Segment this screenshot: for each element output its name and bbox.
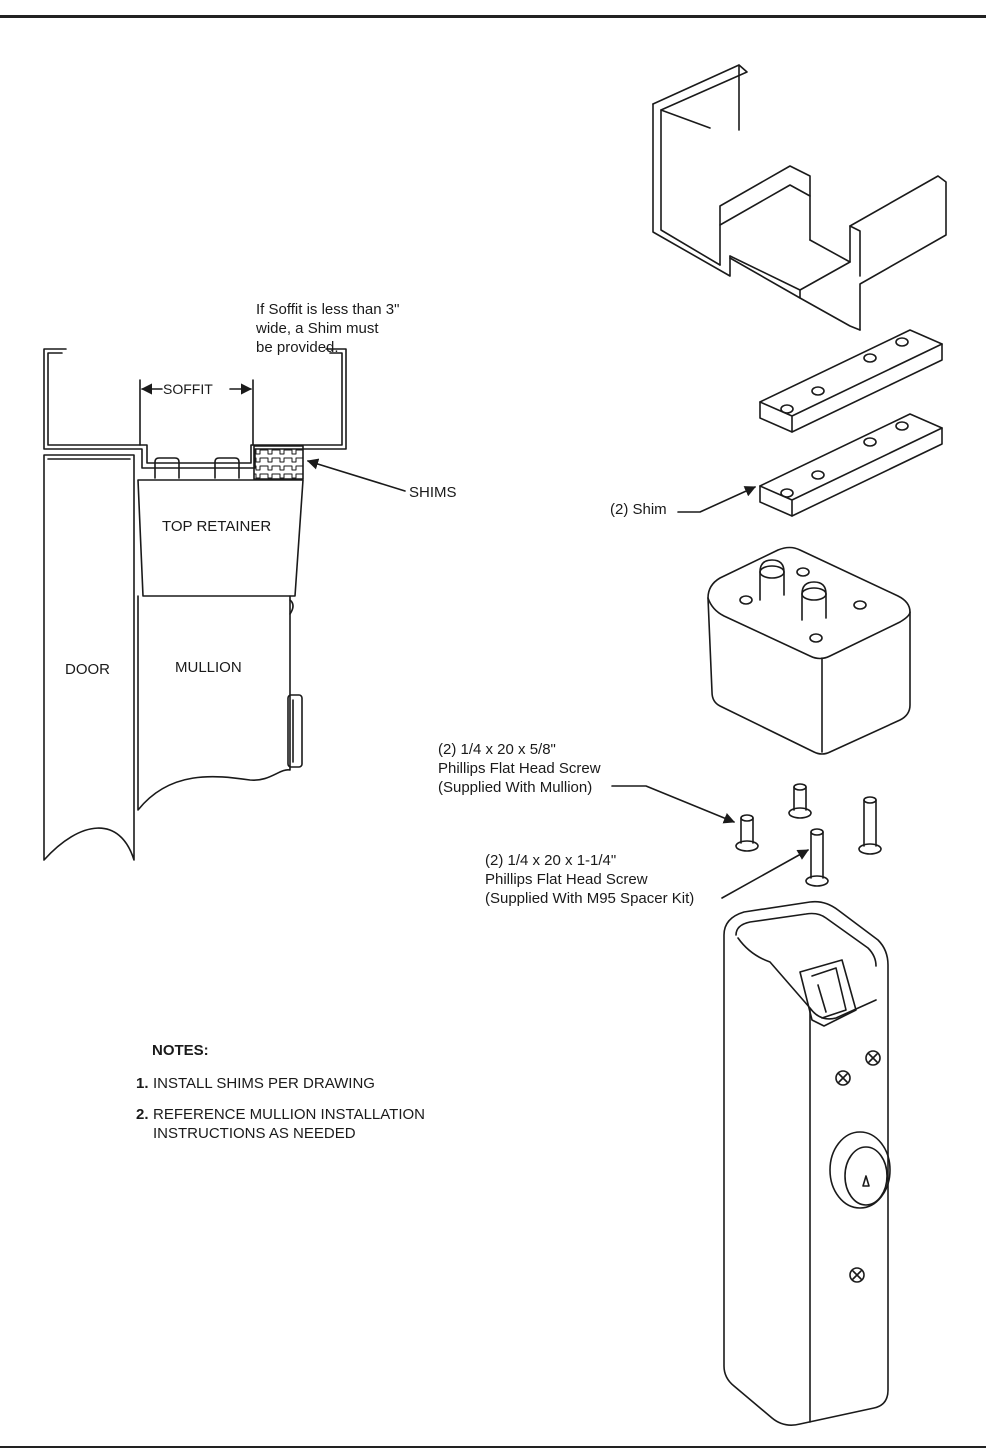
shim-plate-lower — [759, 413, 943, 517]
screw-leader-lines — [611, 785, 809, 899]
note-item: 1.INSTALL SHIMS PER DRAWING — [136, 1074, 375, 1093]
note-number: 2. — [136, 1106, 149, 1123]
soffit-dimension — [139, 379, 254, 446]
soffit-shim-note: If Soffit is less than 3" wide, a Shim m… — [256, 301, 400, 356]
long-screw-callout: (2) 1/4 x 20 x 1-1/4" Phillips Flat Head… — [485, 852, 695, 907]
mullion-body — [723, 900, 891, 1426]
spacer-channel-bracket — [652, 64, 947, 331]
long-screw-right — [858, 796, 882, 855]
soffit-dimension-label: SOFFIT — [163, 381, 213, 397]
long-screw-left — [805, 828, 829, 887]
mullion-label: MULLION — [175, 659, 242, 676]
note-text: INSTALL SHIMS PER DRAWING — [153, 1075, 375, 1092]
mullion-section — [137, 595, 303, 811]
top-retainer — [137, 479, 304, 597]
shims-leader-line — [306, 458, 406, 492]
door-label: DOOR — [65, 661, 110, 678]
top-retainer-block — [707, 546, 911, 755]
shim-leader-line — [677, 486, 757, 513]
shims-callout-label: SHIMS — [409, 484, 457, 501]
shim-callout-label: (2) Shim — [610, 501, 667, 518]
shim-plate-upper — [759, 329, 943, 433]
door-section — [43, 454, 135, 861]
short-screw-callout: (2) 1/4 x 20 x 5/8" Phillips Flat Head S… — [438, 741, 601, 796]
notes-title: NOTES: — [152, 1042, 209, 1059]
shims-block — [253, 445, 304, 480]
note-text: REFERENCE MULLION INSTALLATION INSTRUCTI… — [153, 1106, 425, 1142]
note-number: 1. — [136, 1075, 149, 1092]
short-screw-right — [788, 783, 812, 819]
retainer-tabs — [154, 457, 240, 479]
bottom-border-rule — [0, 1446, 986, 1448]
top-border-rule — [0, 15, 986, 18]
note-item: 2.REFERENCE MULLION INSTALLATION INSTRUC… — [136, 1105, 425, 1143]
top-retainer-label: TOP RETAINER — [162, 518, 272, 535]
frame-header-section — [43, 348, 347, 469]
short-screw-left — [735, 814, 759, 852]
